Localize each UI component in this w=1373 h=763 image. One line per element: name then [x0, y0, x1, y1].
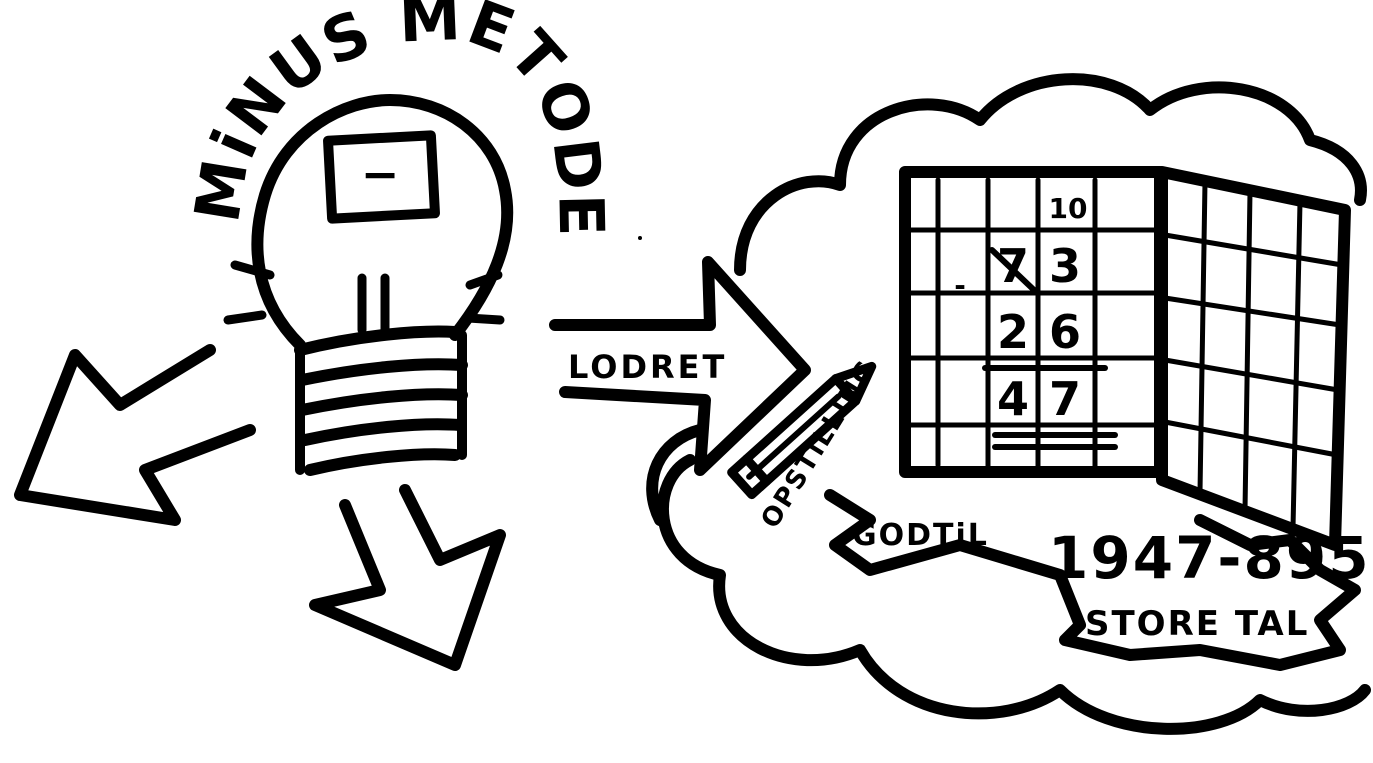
pencil-label: OPSTiLLING: [755, 355, 882, 534]
lightbulb-icon: −: [223, 94, 514, 476]
good-for-label: GODTiL: [852, 518, 989, 553]
digit-r3c1: 4: [997, 372, 1029, 426]
thought-cloud: [646, 73, 1371, 735]
minus-sign: -: [954, 269, 966, 302]
digit-r1c2: 3: [1049, 239, 1081, 293]
digit-r2c1: 2: [997, 305, 1029, 359]
digit-r3c2: 7: [1049, 372, 1081, 426]
subtraction-grid: [899, 166, 1166, 478]
banner: [824, 489, 1361, 671]
bulb-minus-symbol: −: [361, 147, 400, 201]
caption-label: STORE TAL: [1085, 604, 1309, 644]
borrow-digit: 10: [1049, 192, 1088, 225]
digit-r2c2: 6: [1049, 305, 1081, 359]
pencil-icon: [727, 361, 877, 500]
arrow-right-icon: [549, 256, 811, 476]
arrow-label: LODRET: [568, 348, 727, 386]
strike-through: [989, 247, 1037, 293]
arrow-left-icon: [14, 344, 256, 526]
example-label: 1947-895: [1048, 524, 1371, 592]
title: MiNUS METODER: [0, 0, 618, 239]
ink-dot: [638, 236, 642, 240]
arrow-down-icon: [309, 484, 506, 671]
empty-grid-page: [1156, 166, 1351, 551]
